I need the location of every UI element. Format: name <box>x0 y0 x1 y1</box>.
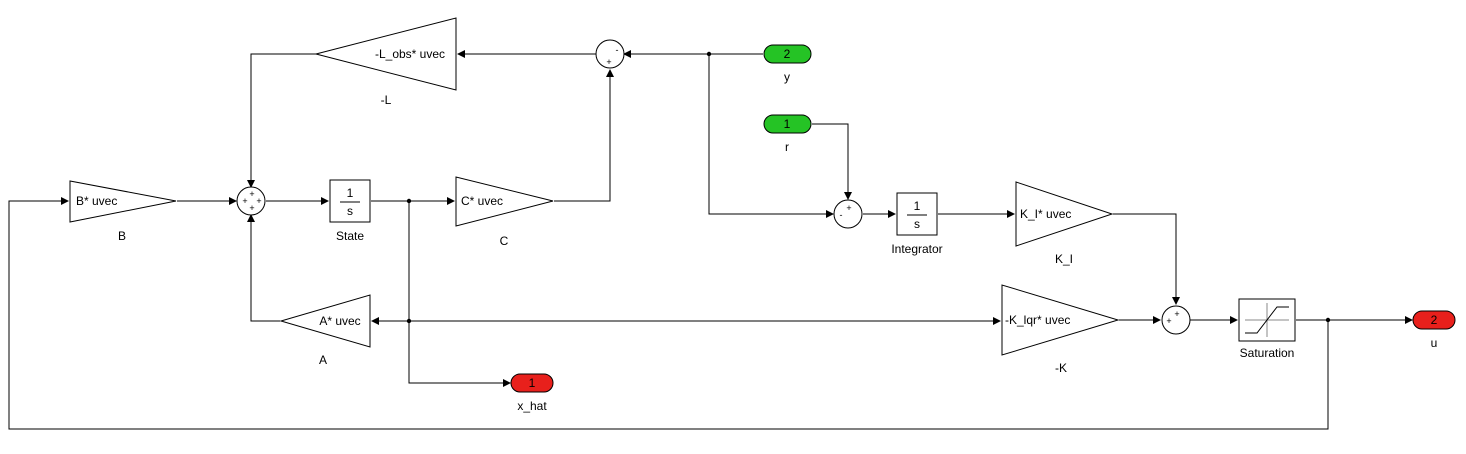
saturation-name: Saturation <box>1240 346 1295 360</box>
outport-u[interactable]: 2 u <box>1412 310 1456 350</box>
sum-ctrl-sign-top: + <box>1174 309 1179 319</box>
sum-state-sign-bottom: + <box>249 203 254 213</box>
gain-A-expr: A* uvec <box>319 314 360 328</box>
wire-A-to-state-sum[interactable] <box>247 214 280 322</box>
inport-r-number: 1 <box>784 117 791 131</box>
gain-C-name: C <box>500 234 509 248</box>
inport-r[interactable]: 1 r <box>763 114 812 154</box>
integrator-name: Integrator <box>891 242 942 256</box>
outport-xhat-name: x_hat <box>517 399 547 413</box>
gain-B-name: B <box>118 229 126 243</box>
state-num: 1 <box>347 186 354 200</box>
gain-block-C[interactable]: C* uvec C <box>455 176 554 248</box>
sum-state-sign-right: + <box>256 196 261 206</box>
signal-lines <box>8 50 1413 430</box>
gain-L-name: -L <box>381 93 392 107</box>
sum-block-observer-error[interactable]: - + <box>595 39 625 69</box>
gain-K-expr: -K_lqr* uvec <box>1005 313 1070 327</box>
gain-C-expr: C* uvec <box>461 194 503 208</box>
integrator-block[interactable]: 1 s Integrator <box>891 192 943 256</box>
gain-block-KI[interactable]: K_I* uvec K_I <box>1015 181 1114 266</box>
gain-A-name: A <box>319 353 327 367</box>
gain-K-name: -K <box>1055 361 1067 375</box>
inport-y[interactable]: 2 y <box>763 44 812 84</box>
saturation-block[interactable]: Saturation <box>1238 298 1296 360</box>
integrator-den: s <box>914 217 920 231</box>
outport-xhat-number: 1 <box>529 376 536 390</box>
sum-block-control[interactable]: + + <box>1161 305 1191 335</box>
sum-track-sign-top: + <box>846 203 851 213</box>
state-name: State <box>336 229 364 243</box>
outport-u-name: u <box>1431 336 1438 350</box>
sum-block-state[interactable]: + + + + <box>236 186 266 216</box>
sum-obs-sign-top: - <box>616 45 619 55</box>
wire-state-to-xhat[interactable] <box>408 201 511 387</box>
sum-track-sign-left: - <box>840 210 843 220</box>
sum-state-sign-left: + <box>242 196 247 206</box>
state-integrator-block[interactable]: 1 s State <box>329 179 371 243</box>
integrator-num: 1 <box>914 199 921 213</box>
inport-r-name: r <box>785 140 789 154</box>
gain-KI-name: K_I <box>1055 252 1073 266</box>
outport-u-number: 2 <box>1431 313 1438 327</box>
inport-y-number: 2 <box>784 47 791 61</box>
sum-ctrl-sign-left: + <box>1166 316 1171 326</box>
gain-L-expr: -L_obs* uvec <box>375 47 445 61</box>
gain-block-A[interactable]: A* uvec A <box>279 294 371 367</box>
gain-block-K[interactable]: -K_lqr* uvec -K <box>1001 284 1120 375</box>
sum-obs-sign-bottom: + <box>606 57 611 67</box>
gain-B-expr: B* uvec <box>76 194 117 208</box>
wire-KI-to-ctrl-sum[interactable] <box>1113 213 1180 305</box>
wire-feedback-u-to-B[interactable] <box>8 197 1329 430</box>
gain-KI-expr: K_I* uvec <box>1020 207 1071 221</box>
gain-block-L[interactable]: -L_obs* uvec -L <box>315 17 457 107</box>
sum-state-sign-top: + <box>249 189 254 199</box>
sum-block-tracking-error[interactable]: + - <box>833 199 863 229</box>
wire-y-to-track-sum[interactable] <box>708 54 834 218</box>
gain-block-B[interactable]: B* uvec B <box>69 180 177 243</box>
wire-r-to-track-sum[interactable] <box>812 123 852 200</box>
saturation-icon <box>1245 303 1289 337</box>
state-den: s <box>347 204 353 218</box>
outport-x-hat[interactable]: 1 x_hat <box>510 373 554 413</box>
wire-C-to-obs-sum[interactable] <box>554 69 614 202</box>
inport-y-name: y <box>784 70 790 84</box>
wire-L-to-state-sum[interactable] <box>247 53 316 188</box>
